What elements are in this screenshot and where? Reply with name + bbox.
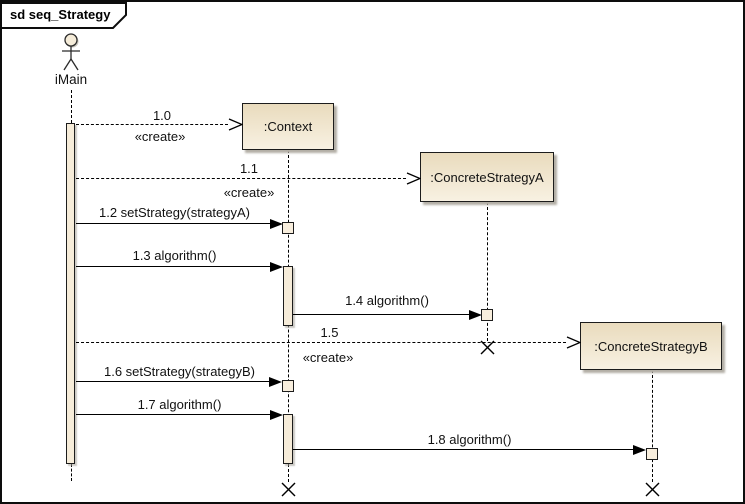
message-1-4-line[interactable] <box>293 314 469 315</box>
message-1-3-line[interactable] <box>76 266 270 267</box>
activation-context-algorithm-a[interactable] <box>283 266 293 326</box>
open-arrowhead-icon <box>566 336 581 349</box>
activation-strategy-b-algorithm[interactable] <box>646 448 658 460</box>
filled-arrowhead-icon <box>270 410 283 420</box>
activation-context-setstrategy-a[interactable] <box>282 222 294 234</box>
activation-context-setstrategy-b[interactable] <box>282 380 294 392</box>
message-1-6-line[interactable] <box>76 381 269 382</box>
message-1-8-line[interactable] <box>293 449 633 450</box>
lifeline-strategy-a <box>487 202 488 341</box>
lifeline-imain-top <box>71 90 72 123</box>
message-1-3-label: 1.3 algorithm() <box>132 248 217 263</box>
actor-name: iMain <box>54 72 88 87</box>
open-arrowhead-icon <box>228 118 243 131</box>
message-1-2-line[interactable] <box>76 223 270 224</box>
open-arrowhead-icon <box>406 172 421 185</box>
message-1-2-label: 1.2 setStrategy(strategyA) <box>98 205 250 220</box>
frame-tab-icon <box>2 2 127 29</box>
filled-arrowhead-icon <box>270 219 283 229</box>
message-1-4-label: 1.4 algorithm() <box>345 293 429 308</box>
object-concrete-strategy-b-label: :ConcreteStrategyB <box>594 338 708 354</box>
filled-arrowhead-icon <box>270 262 283 272</box>
frame-title: sd seq_Strategy <box>10 7 111 22</box>
object-concrete-strategy-b[interactable]: :ConcreteStrategyB <box>580 322 722 370</box>
object-concrete-strategy-a[interactable]: :ConcreteStrategyA <box>420 152 554 202</box>
destroy-x-icon <box>281 482 296 497</box>
destroy-x-icon <box>480 340 495 355</box>
message-1-0-line[interactable] <box>76 124 228 125</box>
activation-strategy-a-algorithm[interactable] <box>481 309 493 321</box>
filled-arrowhead-icon <box>469 310 482 320</box>
message-1-6-label: 1.6 setStrategy(strategyB) <box>103 364 255 379</box>
message-1-5-number: 1.5 <box>320 325 339 340</box>
object-context-label: :Context <box>263 119 313 134</box>
lifeline-imain-tail <box>71 464 72 481</box>
message-1-7-line[interactable] <box>76 414 270 415</box>
activation-imain[interactable] <box>66 123 75 464</box>
message-1-1-number: 1.1 <box>239 161 259 176</box>
message-1-1-stereotype: «create» <box>223 185 275 200</box>
message-1-5-line[interactable] <box>76 342 566 343</box>
object-concrete-strategy-a-label: :ConcreteStrategyA <box>430 169 544 185</box>
message-1-8-label: 1.8 algorithm() <box>427 432 512 447</box>
actor-icon[interactable] <box>57 31 87 73</box>
filled-arrowhead-icon <box>633 445 646 455</box>
message-1-0-stereotype: «create» <box>134 129 186 144</box>
message-1-7-label: 1.7 algorithm() <box>137 397 222 412</box>
message-1-0-number: 1.0 <box>152 108 172 123</box>
message-1-1-line[interactable] <box>76 178 406 179</box>
lifeline-strategy-b <box>652 370 653 482</box>
activation-context-algorithm-b[interactable] <box>283 414 293 464</box>
message-1-5-stereotype: «create» <box>302 350 354 365</box>
destroy-x-icon <box>645 482 660 497</box>
filled-arrowhead-icon <box>269 377 282 387</box>
object-context[interactable]: :Context <box>242 103 334 150</box>
